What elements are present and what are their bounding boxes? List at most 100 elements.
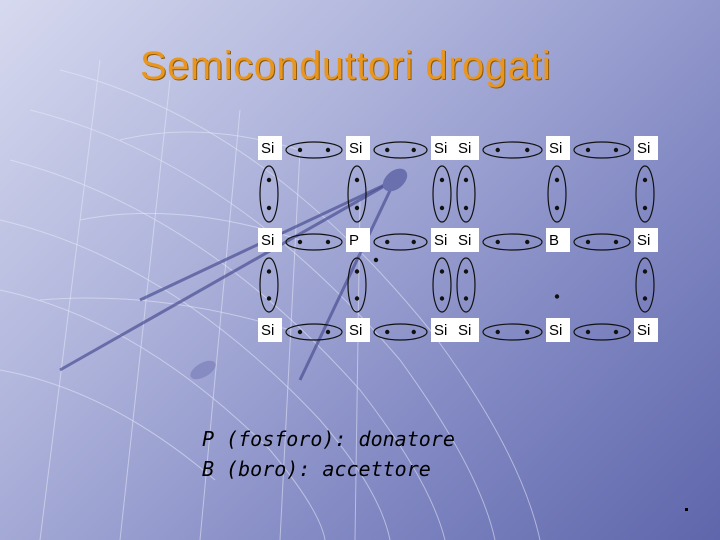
bond-electron <box>585 329 591 335</box>
bond-electron <box>463 269 469 274</box>
bond-electron <box>439 177 445 183</box>
bond-electron <box>266 269 272 274</box>
vertical-bond <box>432 257 452 313</box>
slide-title: Semiconduttori drogati <box>140 44 552 88</box>
horizontal-bond <box>373 323 428 341</box>
atom-box <box>455 136 479 160</box>
bond-electron <box>613 147 619 153</box>
atom-box <box>431 136 455 160</box>
horizontal-bond <box>573 141 631 159</box>
bond-electron <box>385 147 390 153</box>
atom-box <box>634 228 658 252</box>
atom-box <box>546 136 570 160</box>
horizontal-bond <box>373 141 428 159</box>
bond-electron <box>354 296 360 301</box>
atom-label: Si <box>349 140 362 157</box>
bond-electron <box>266 205 272 211</box>
bond-electron <box>554 205 560 211</box>
bond-electron <box>439 296 445 301</box>
atom-box <box>346 318 370 342</box>
legend-donor-line: P (fosforo): donatore <box>202 427 455 451</box>
atom-box <box>546 318 570 342</box>
atom-label: Si <box>637 232 650 249</box>
legend-acceptor-line: B (boro): accettore <box>202 457 431 481</box>
horizontal-bond <box>285 141 343 159</box>
vertical-bond <box>456 165 476 223</box>
vertical-bond <box>635 257 655 313</box>
bond-electron <box>525 329 530 335</box>
bond-electron <box>585 239 591 245</box>
bond-electron <box>642 177 648 183</box>
bond-electron <box>411 147 416 153</box>
bond-electron <box>354 205 360 211</box>
bond-electron <box>463 177 469 183</box>
corner-dot <box>685 508 688 511</box>
atom-label: Si <box>549 140 562 157</box>
bond-electron <box>325 147 331 153</box>
atom-label: Si <box>261 140 274 157</box>
vertical-bond <box>259 257 279 313</box>
atom-box <box>258 228 282 252</box>
atom-box <box>455 318 479 342</box>
atom-box <box>431 318 455 342</box>
vertical-bond <box>347 165 367 223</box>
bond-electron <box>463 296 469 301</box>
atom-label: P <box>349 232 359 249</box>
vertical-bond <box>432 165 452 223</box>
bond-electron <box>495 147 500 153</box>
bond-electron <box>495 329 500 335</box>
bond-electron <box>642 205 648 211</box>
atom-label: Si <box>434 232 447 249</box>
atom-label: Si <box>637 140 650 157</box>
bond-electron <box>439 205 445 211</box>
horizontal-bond <box>285 233 343 251</box>
vertical-bond <box>547 165 567 223</box>
bond-electron <box>525 239 530 245</box>
bond-electron <box>585 147 591 153</box>
bond-electron <box>385 329 390 335</box>
vertical-bond <box>347 257 367 313</box>
bond-electron <box>463 205 469 211</box>
dopant-markers <box>373 257 379 263</box>
bond-electron <box>266 177 272 183</box>
bond-electron <box>385 239 390 245</box>
bond-electron <box>439 269 445 274</box>
horizontal-bond <box>482 141 543 159</box>
atom-box <box>346 136 370 160</box>
bond-electron <box>525 147 530 153</box>
extra-donor-electron <box>373 257 379 263</box>
bond-electron <box>325 239 331 245</box>
bond-electron <box>266 296 272 301</box>
atom-box <box>431 228 455 252</box>
atom-label: Si <box>458 232 471 249</box>
lattice-bonds <box>259 141 655 341</box>
horizontal-bond <box>482 323 543 341</box>
bond-electron <box>613 329 619 335</box>
atom-label: Si <box>637 322 650 339</box>
bond-electron <box>642 296 648 301</box>
bond-electron <box>613 239 619 245</box>
atom-box <box>634 136 658 160</box>
bond-electron <box>554 177 560 183</box>
atom-label: Si <box>261 322 274 339</box>
atom-box <box>634 318 658 342</box>
horizontal-bond <box>373 233 428 251</box>
atom-box <box>455 228 479 252</box>
bond-electron <box>297 239 303 245</box>
vertical-bond <box>456 257 476 313</box>
atom-box <box>346 228 370 252</box>
atom-box <box>258 136 282 160</box>
bond-electron <box>642 269 648 274</box>
horizontal-bond <box>285 323 343 341</box>
dopant-legend: P (fosforo): donatore B (boro): accettor… <box>202 424 455 484</box>
vertical-bond <box>635 165 655 223</box>
horizontal-bond <box>573 233 631 251</box>
atom-label: Si <box>434 140 447 157</box>
atom-box <box>258 318 282 342</box>
atom-label: Si <box>261 232 274 249</box>
bond-electron <box>354 269 360 274</box>
bond-electron <box>325 329 331 335</box>
